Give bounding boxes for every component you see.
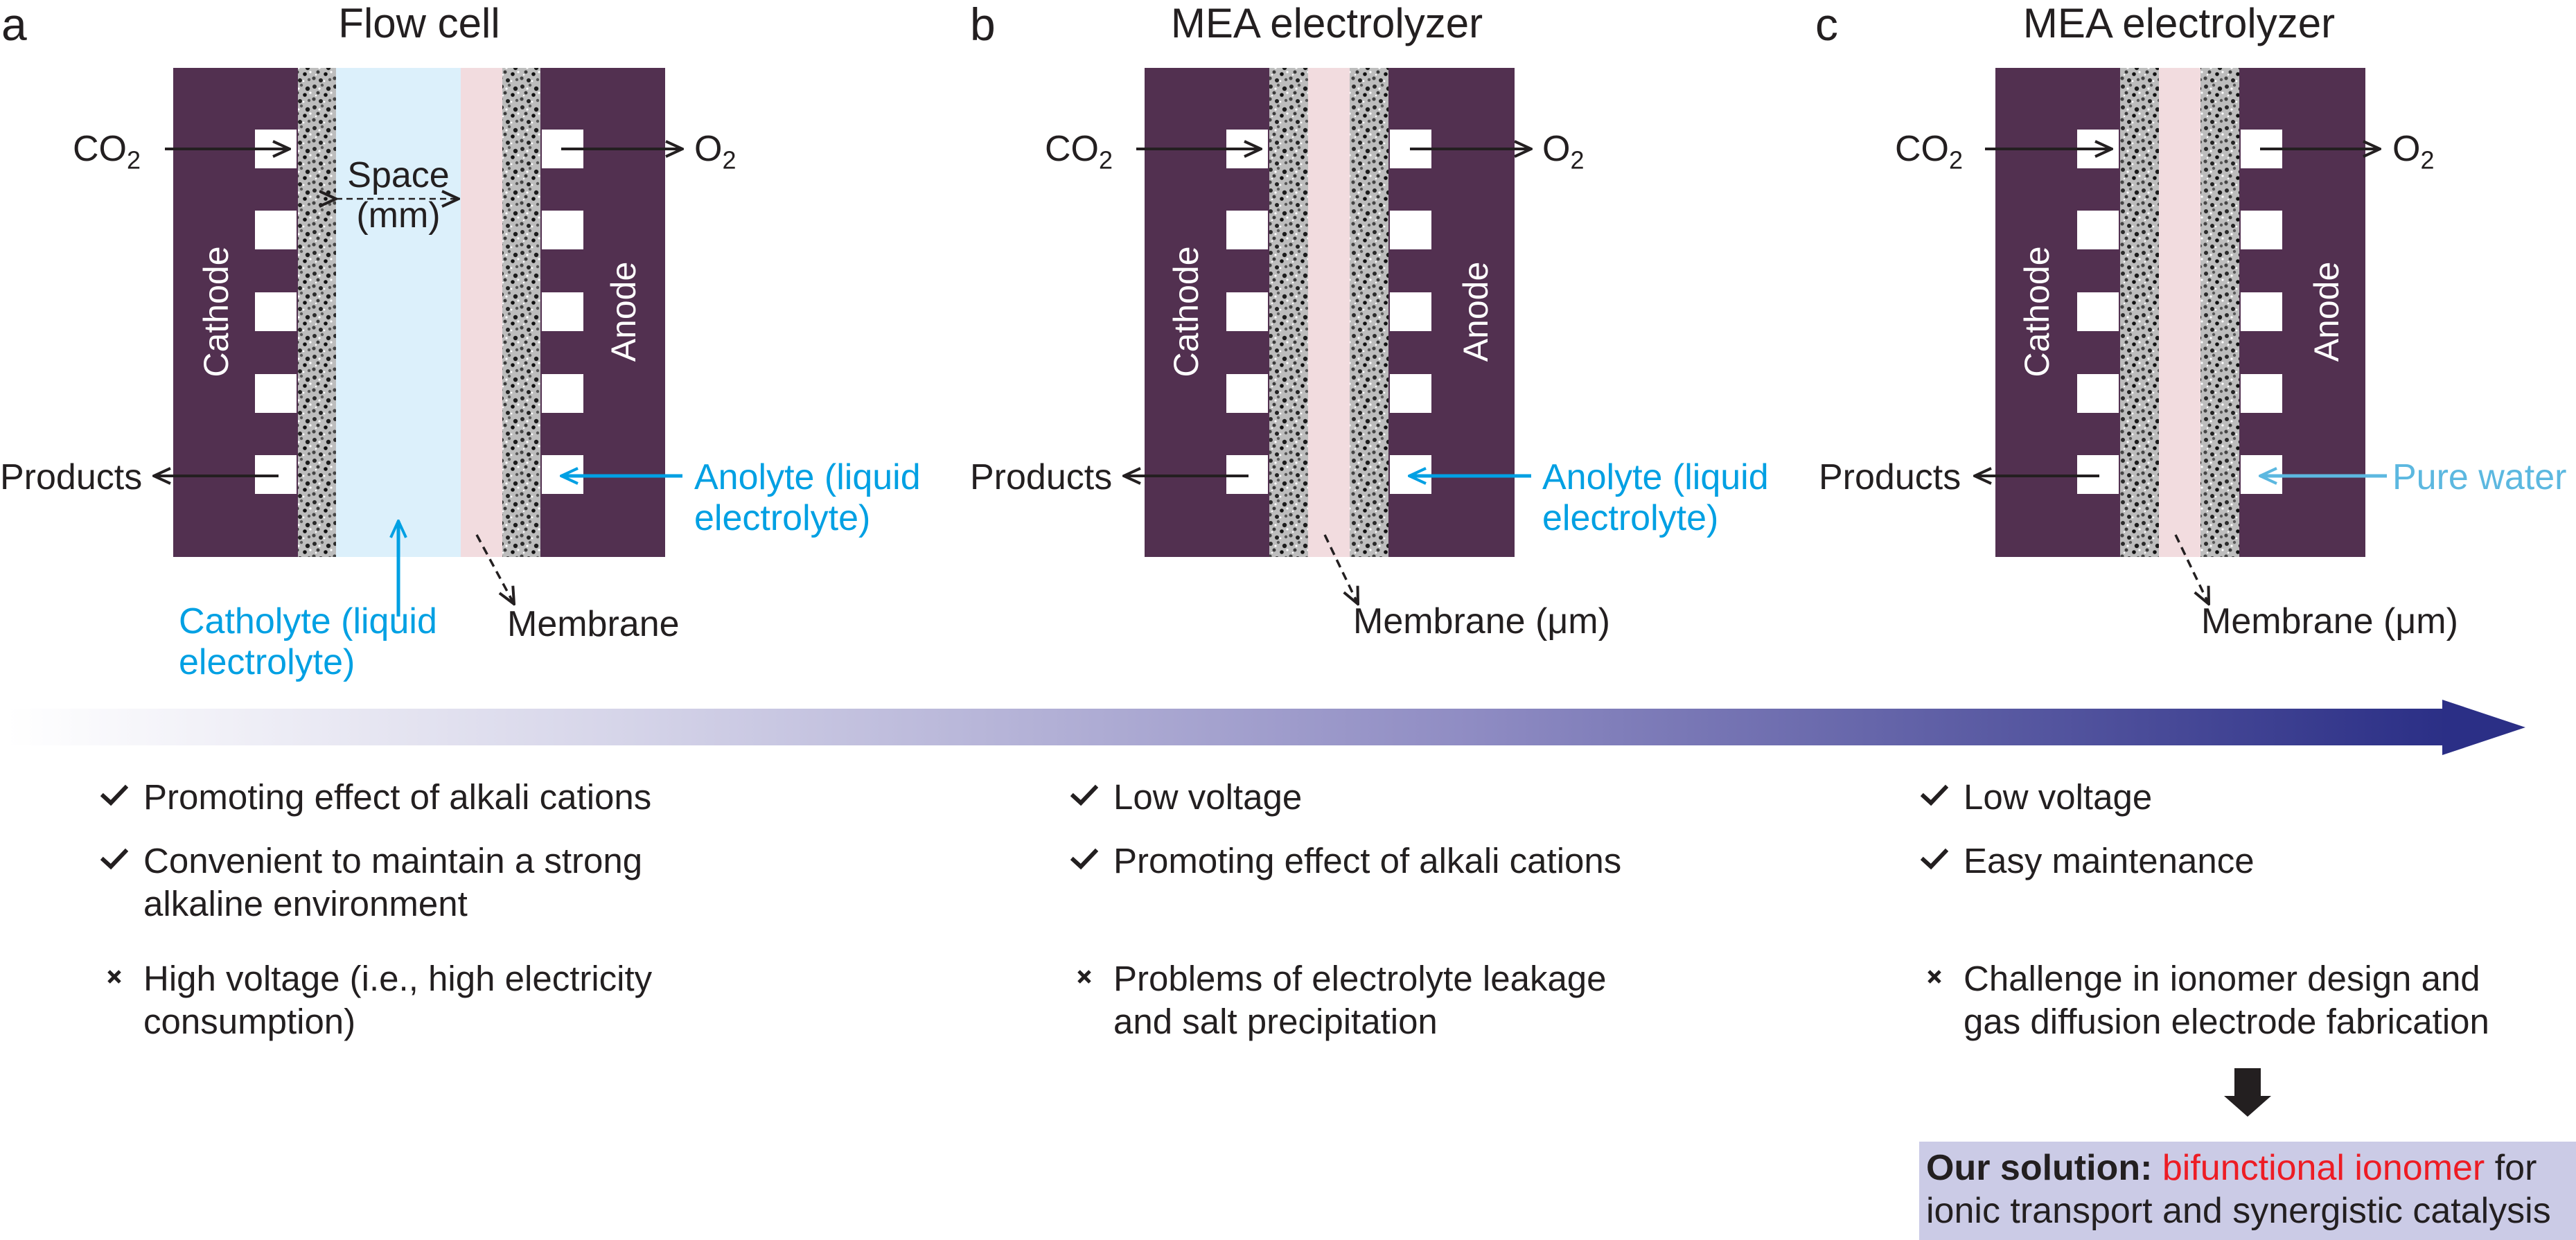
panel-a-anolyte-label: Anolyte (liquid electrolyte) xyxy=(694,457,921,538)
cathode-gdl xyxy=(298,68,336,557)
cathode-flow-channels xyxy=(1226,130,1268,494)
pro-item: Promoting effect of alkali cations xyxy=(100,776,651,819)
cross-icon xyxy=(100,957,143,991)
panel-c-cell xyxy=(1975,68,2387,604)
panel-a-cathode-label: Cathode xyxy=(197,246,236,378)
panel-a-co2-label: CO2 xyxy=(73,129,141,175)
panel-b-anode-label: Anode xyxy=(1456,261,1495,362)
panel-c-anode-label: Anode xyxy=(2307,261,2346,362)
catholyte-channel xyxy=(336,68,461,557)
check-icon xyxy=(100,840,143,873)
bullet-text: Convenient to maintain a strong alkaline… xyxy=(143,841,643,924)
panel-a-cell xyxy=(154,68,682,617)
panel-b-o2-label: O2 xyxy=(1542,129,1585,175)
panel-b-letter: b xyxy=(970,0,996,50)
panel-a-products-label: Products xyxy=(0,457,143,497)
bullet-text: High voltage (i.e., high electricity con… xyxy=(143,959,653,1042)
check-icon xyxy=(1070,840,1113,873)
solution-bold: Our solution: xyxy=(1926,1148,2153,1188)
bullet-text: Promoting effect of alkali cations xyxy=(143,777,652,817)
panel-b-cell xyxy=(1124,68,1531,604)
panel-a-catholyte-label: Catholyte (liquid electrolyte) xyxy=(179,601,437,682)
bullet-text: Promoting effect of alkali cations xyxy=(1113,841,1622,880)
panel-a-space-label: Space(mm) xyxy=(347,155,450,236)
bullet-text: Problems of electrolyte leakage and salt… xyxy=(1113,959,1607,1042)
panel-c-cathode-label: Cathode xyxy=(2018,246,2056,378)
solution-box: Our solution: bifunctional ionomer for i… xyxy=(1919,1142,2576,1240)
panel-a-membrane-label: Membrane xyxy=(507,604,680,644)
membrane xyxy=(461,68,502,557)
panel-c-letter: c xyxy=(1815,0,1838,50)
panel-c-co2-label: CO2 xyxy=(1895,129,1964,175)
panel-a-title: Flow cell xyxy=(338,0,500,46)
bullet-text: Challenge in ionomer design and gas diff… xyxy=(1964,959,2489,1042)
panel-c-membrane-label: Membrane (μm) xyxy=(2201,601,2458,641)
pro-item: Low voltage xyxy=(1921,776,2152,819)
down-arrow-icon xyxy=(2224,1068,2271,1117)
cathode-gdl xyxy=(1269,68,1308,557)
anode-gdl xyxy=(1350,68,1388,557)
cathode-gdl xyxy=(2120,68,2159,557)
con-item: High voltage (i.e., high electricity con… xyxy=(100,957,652,1043)
solution-highlight: bifunctional ionomer xyxy=(2162,1148,2485,1188)
cross-icon xyxy=(1921,957,1964,991)
pro-item: Convenient to maintain a strong alkaline… xyxy=(100,840,642,925)
panel-a-letter: a xyxy=(1,0,27,50)
panel-b-title: MEA electrolyzer xyxy=(1170,0,1483,46)
panel-b-anolyte-label: Anolyte (liquid electrolyte) xyxy=(1542,457,1769,538)
check-icon xyxy=(100,776,143,809)
solution-rest: for xyxy=(2485,1148,2537,1188)
gradient-arrow xyxy=(7,700,2525,755)
bullet-text: Low voltage xyxy=(1964,777,2153,817)
con-item: Challenge in ionomer design and gas diff… xyxy=(1921,957,2489,1043)
cross-icon xyxy=(1070,957,1113,991)
anode-gdl xyxy=(502,68,540,557)
membrane xyxy=(1308,68,1350,557)
pro-item: Low voltage xyxy=(1070,776,1302,819)
panel-b-products-label: Products xyxy=(970,457,1113,497)
anode-flow-channels xyxy=(1390,130,1431,494)
anode-flow-channels xyxy=(2241,130,2282,494)
panel-c-pure-water-label: Pure water xyxy=(2392,457,2567,497)
panel-c-o2-label: O2 xyxy=(2392,129,2435,175)
membrane xyxy=(2159,68,2200,557)
check-icon xyxy=(1921,840,1964,873)
panel-b-cathode-label: Cathode xyxy=(1167,246,1206,378)
panel-c-title: MEA electrolyzer xyxy=(2022,0,2336,46)
panel-b-membrane-label: Membrane (μm) xyxy=(1353,601,1610,641)
panel-a-o2-label: O2 xyxy=(694,129,736,175)
con-item: Problems of electrolyte leakage and salt… xyxy=(1070,957,1607,1043)
pro-item: Easy maintenance xyxy=(1921,840,2255,883)
bullet-text: Low voltage xyxy=(1113,777,1303,817)
anode-gdl xyxy=(2200,68,2239,557)
pro-item: Promoting effect of alkali cations xyxy=(1070,840,1621,883)
panel-c-products-label: Products xyxy=(1819,457,1961,497)
check-icon xyxy=(1070,776,1113,809)
panel-b-co2-label: CO2 xyxy=(1045,129,1113,175)
panel-a-anode-label: Anode xyxy=(604,261,643,362)
check-icon xyxy=(1921,776,1964,809)
solution-line2: ionic transport and synergistic catalysi… xyxy=(1926,1191,2551,1232)
bullet-text: Easy maintenance xyxy=(1964,841,2255,880)
